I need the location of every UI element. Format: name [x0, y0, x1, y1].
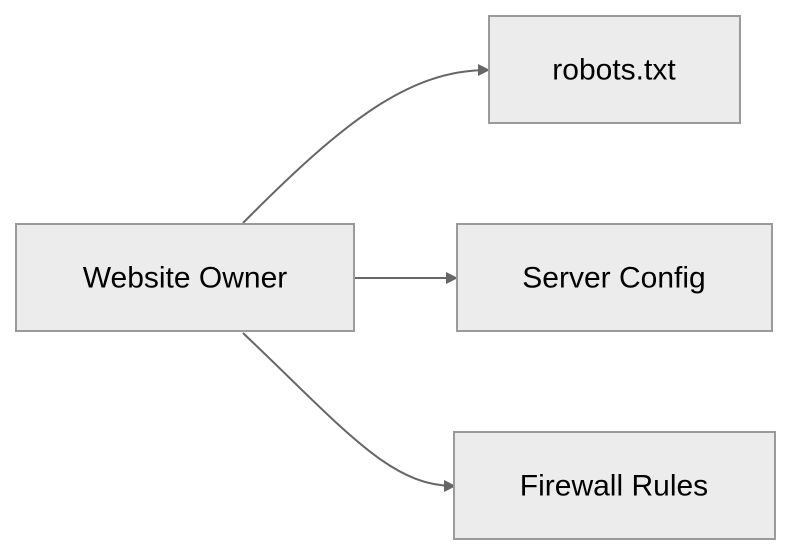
- node-website-owner-label: Website Owner: [83, 262, 288, 295]
- node-server-config: Server Config: [456, 223, 773, 332]
- node-server-config-label: Server Config: [522, 262, 705, 295]
- node-robots-txt-label: robots.txt: [552, 54, 676, 87]
- edge-owner-to-firewall-rules: [242, 332, 456, 492]
- node-firewall-rules: Firewall Rules: [453, 431, 776, 540]
- node-website-owner: Website Owner: [15, 223, 355, 332]
- node-robots-txt: robots.txt: [488, 15, 741, 124]
- edge-owner-to-robots: [242, 64, 490, 224]
- node-firewall-rules-label: Firewall Rules: [520, 470, 708, 503]
